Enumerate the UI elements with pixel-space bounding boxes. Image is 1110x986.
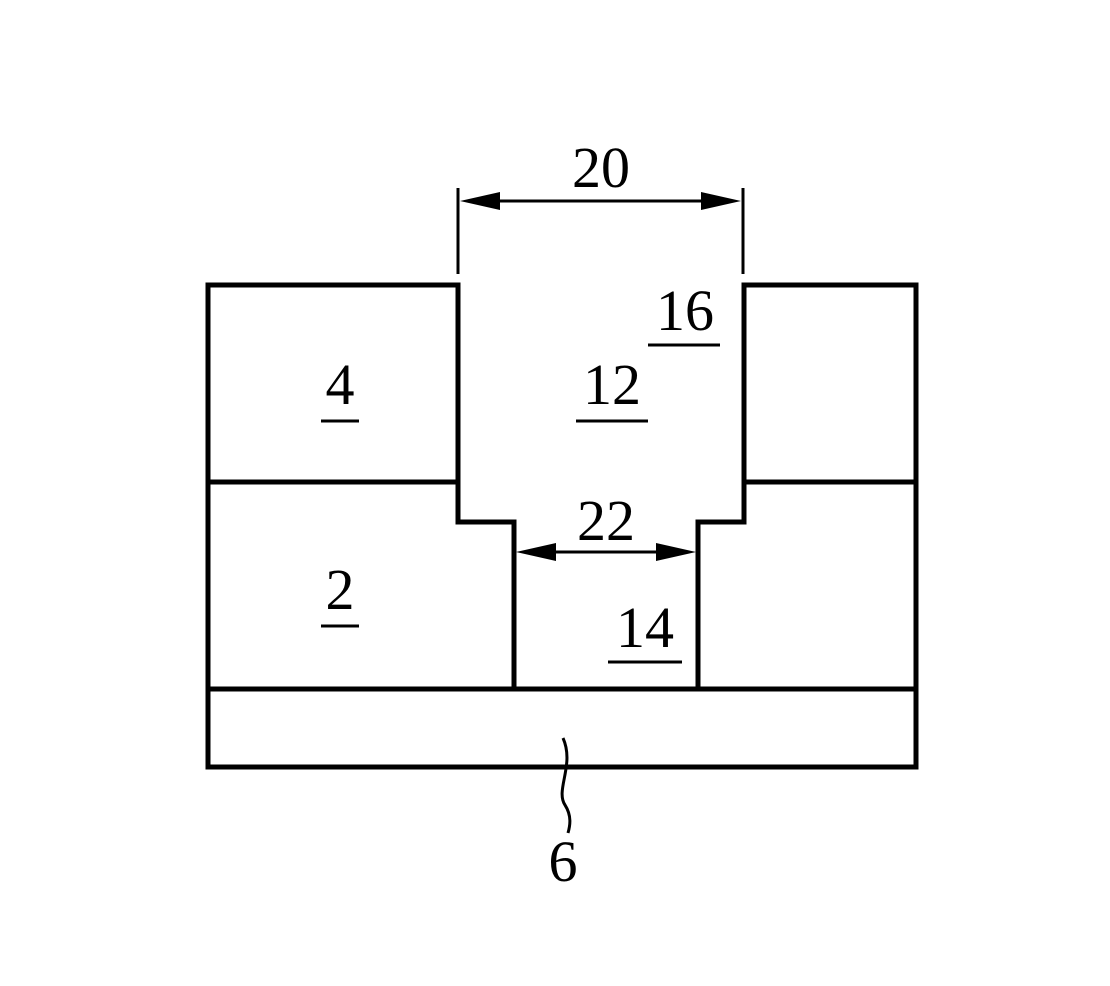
dimension-upper-width: 20 xyxy=(458,135,743,274)
label-lower-width: 22 xyxy=(577,488,635,553)
label-base: 6 xyxy=(549,738,578,894)
arrow-left xyxy=(516,543,556,561)
opening-left-wall xyxy=(458,285,514,689)
label-text: 16 xyxy=(656,278,714,343)
label-sidewall: 16 xyxy=(648,278,720,345)
label-text: 2 xyxy=(326,557,355,622)
left-outline xyxy=(208,285,916,767)
label-upper-width: 20 xyxy=(572,135,630,200)
label-text: 14 xyxy=(616,595,674,660)
arrow-right xyxy=(701,192,741,210)
label-layer-bottom-left: 2 xyxy=(321,557,359,626)
structure-outline xyxy=(208,285,916,767)
label-upper-opening: 12 xyxy=(576,352,648,421)
label-lower-opening: 14 xyxy=(608,595,682,662)
leader-line xyxy=(562,738,570,833)
label-text: 6 xyxy=(549,829,578,894)
arrow-right xyxy=(656,543,696,561)
label-text: 12 xyxy=(583,352,641,417)
arrow-left xyxy=(460,192,500,210)
label-text: 4 xyxy=(326,352,355,417)
dimension-lower-width: 22 xyxy=(516,488,696,561)
label-layer-top-left: 4 xyxy=(321,352,359,421)
